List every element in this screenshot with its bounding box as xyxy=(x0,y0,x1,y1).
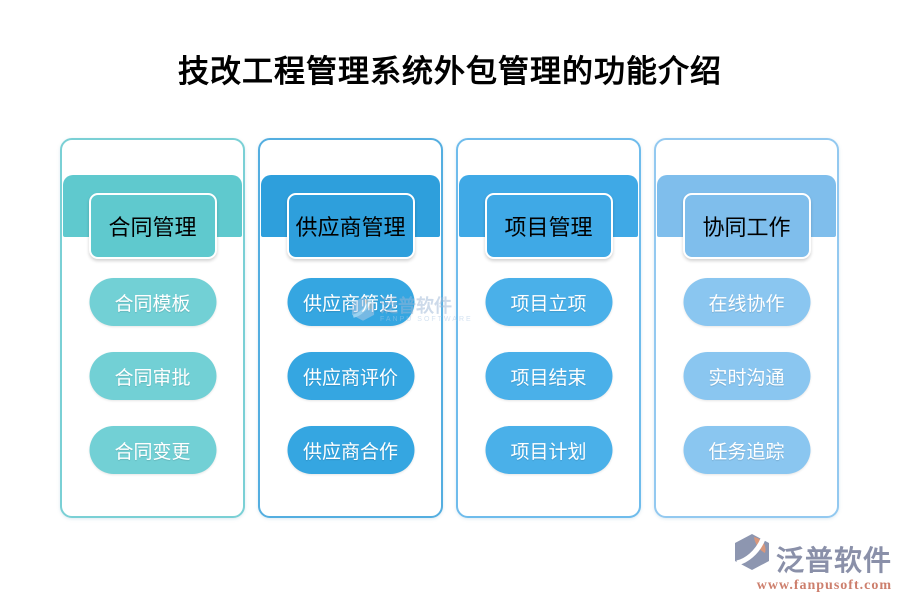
column-header-label: 项目管理 xyxy=(484,193,613,259)
column-card-collaboration: 协同工作 在线协作 实时沟通 任务追踪 xyxy=(654,138,839,518)
column-header-label: 供应商管理 xyxy=(286,193,415,259)
feature-pill: 项目计划 xyxy=(485,426,612,474)
column-header-label: 协同工作 xyxy=(682,193,811,259)
feature-pill: 合同审批 xyxy=(89,352,216,400)
column-card-project-management: 项目管理 项目立项 项目结束 项目计划 xyxy=(456,138,641,518)
feature-pill: 项目结束 xyxy=(485,352,612,400)
fanpu-logo-icon xyxy=(732,532,772,577)
feature-pill: 供应商合作 xyxy=(287,426,414,474)
brand-logo: 泛普软件 www.fanpusoft.com xyxy=(732,532,892,594)
page-title: 技改工程管理系统外包管理的功能介绍 xyxy=(178,54,722,89)
column-header-label: 合同管理 xyxy=(88,193,217,259)
feature-pill: 在线协作 xyxy=(683,278,810,326)
feature-pill: 合同模板 xyxy=(89,278,216,326)
feature-pill: 供应商评价 xyxy=(287,352,414,400)
feature-pill: 项目立项 xyxy=(485,278,612,326)
column-card-contract-management: 合同管理 合同模板 合同审批 合同变更 xyxy=(60,138,245,518)
feature-pill: 供应商筛选 xyxy=(287,278,414,326)
column-card-supplier-management: 供应商管理 供应商筛选 供应商评价 供应商合作 xyxy=(258,138,443,518)
feature-pill: 任务追踪 xyxy=(683,426,810,474)
brand-name: 泛普软件 xyxy=(775,546,892,577)
brand-url: www.fanpusoft.com xyxy=(756,578,892,593)
feature-pill: 合同变更 xyxy=(89,426,216,474)
feature-pill: 实时沟通 xyxy=(683,352,810,400)
